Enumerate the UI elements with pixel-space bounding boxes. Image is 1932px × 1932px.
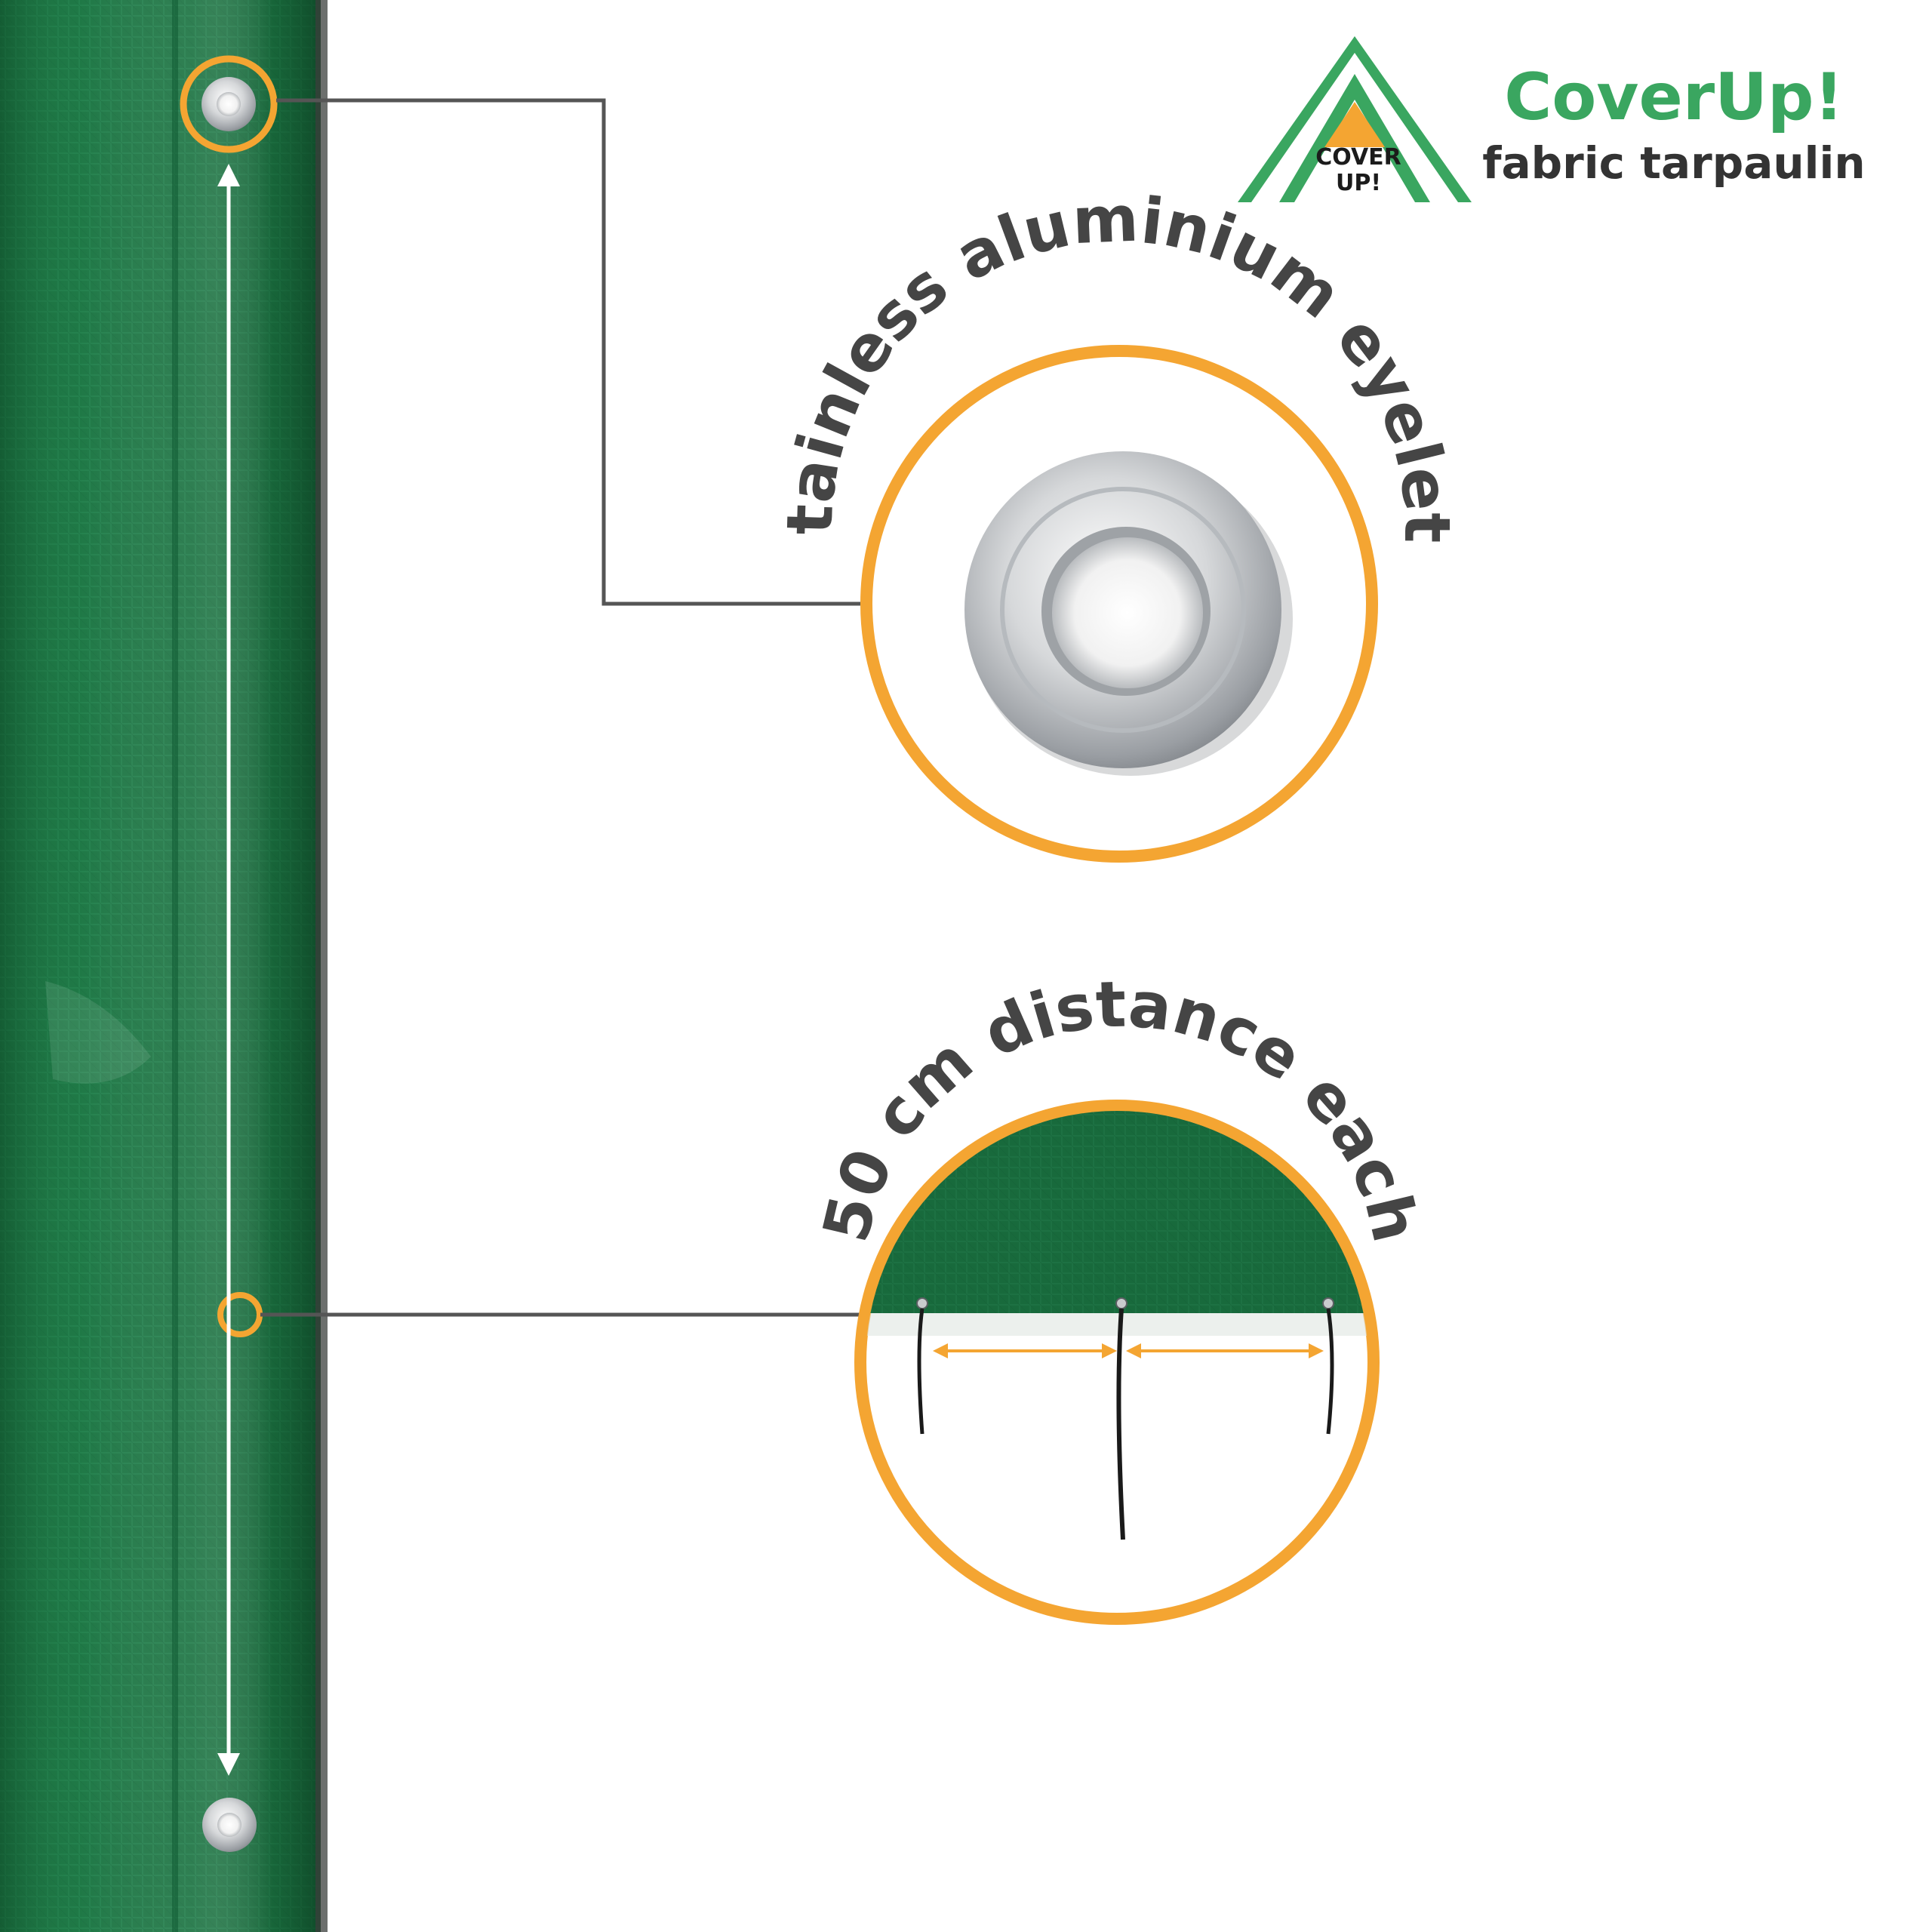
tarp-eyelet-bottom xyxy=(202,1798,257,1852)
spacing-callout: 50 cm distance each xyxy=(809,967,1432,1625)
mini-eyelet-icon xyxy=(1322,1297,1334,1309)
tent-triangle-logo-icon xyxy=(1238,36,1472,202)
tarp-shading xyxy=(0,0,321,1932)
eyelet-highlight-ring xyxy=(180,55,278,153)
tarp-seam xyxy=(172,0,178,1932)
eyelet-connector-line xyxy=(276,98,860,606)
brand-name: CoverUp! xyxy=(1504,60,1844,135)
brand-logo: COVER UP! CoverUp! fabric tarpaulin xyxy=(1238,36,1866,202)
logo-text-line2: UP! xyxy=(1336,170,1381,196)
mini-eyelet-icon xyxy=(1115,1297,1128,1309)
bungee-cord xyxy=(917,1308,924,1435)
bungee-cord xyxy=(1326,1308,1334,1435)
tarp-highlight xyxy=(45,981,151,1084)
tarp-eyelet-top xyxy=(180,55,278,153)
brand-subtitle: fabric tarpaulin xyxy=(1482,137,1865,189)
mini-eyelet-icon xyxy=(916,1297,928,1309)
bungee-cord xyxy=(1116,1308,1125,1540)
logo-sun-triangle xyxy=(1324,102,1385,147)
tarp-strip xyxy=(0,0,328,1932)
tarp-edge-shadow xyxy=(315,0,328,1932)
logo-text-line1: COVER xyxy=(1315,144,1401,171)
